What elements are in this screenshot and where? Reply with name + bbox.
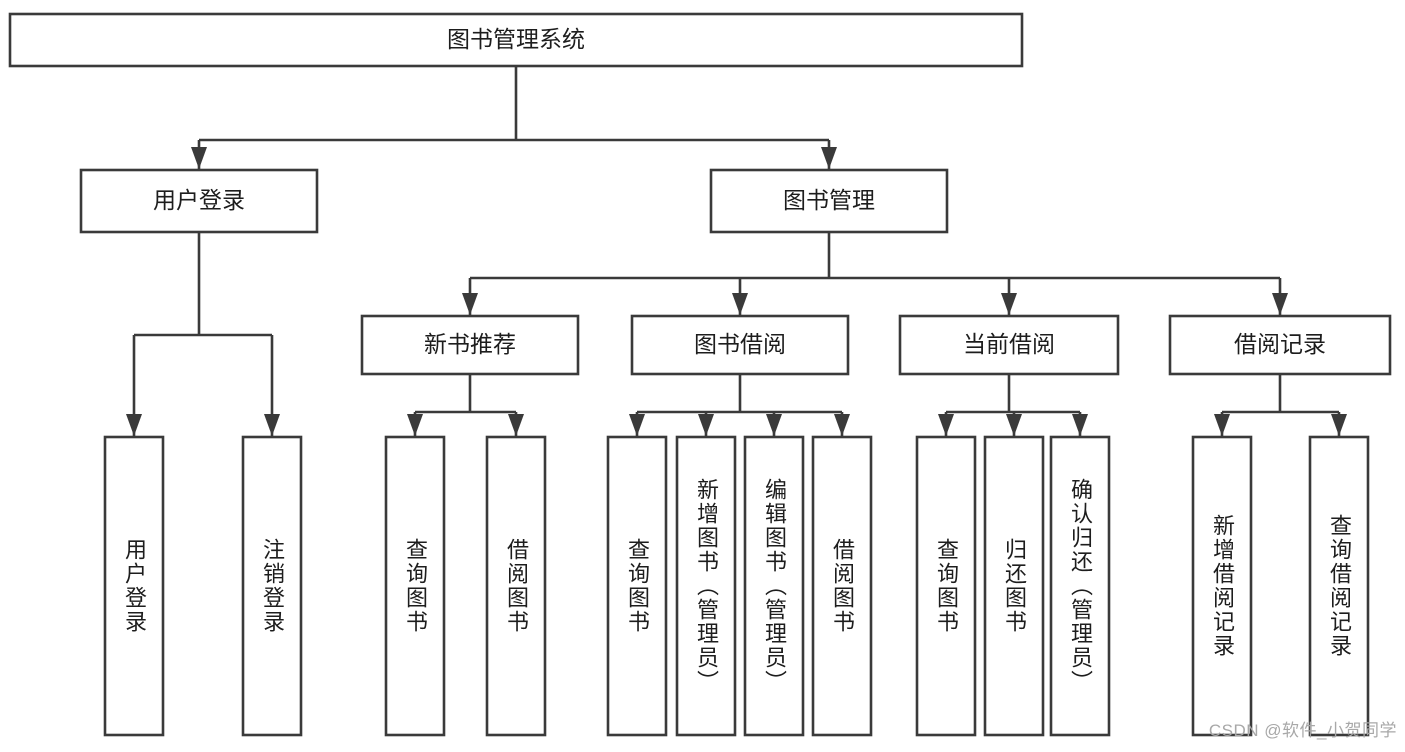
arrow-head-icon [1331,414,1347,436]
node-leaf-1-1-0-rect [606,435,668,737]
node-leaf-1-1-2-rect [743,435,805,737]
node-leaf-1-3-0[interactable] [1191,435,1253,737]
node-leaf-1-2-1[interactable] [983,435,1045,737]
arrow-head-icon [264,414,280,436]
node-leaf-1-3-0-rect [1191,435,1253,737]
node-leaf-1-0-1-rect [485,435,547,737]
arrow-head-icon [1006,414,1022,436]
arrow-head-icon [1214,414,1230,436]
node-l3-0-1-rect [241,435,303,737]
node-l3-0-0[interactable] [103,435,165,737]
arrow-head-icon [191,147,207,169]
node-leaf-1-3-1[interactable] [1308,435,1370,737]
node-leaf-1-2-0[interactable] [915,435,977,737]
node-leaf-1-2-2-rect [1049,435,1111,737]
node-l3-0-1[interactable] [241,435,303,737]
node-l3-1-3-label: 借阅记录 [1234,331,1326,357]
node-leaf-1-3-1-rect [1308,435,1370,737]
node-l2-1-rect [709,168,949,234]
node-leaf-1-0-0[interactable] [384,435,446,737]
arrow-head-icon [126,414,142,436]
node-E59BBEE4B9A6E7AEA1E79086-root-rect [8,12,1024,68]
arrow-head-icon [407,414,423,436]
node-leaf-1-1-3-rect [811,435,873,737]
arrow-head-icon [834,414,850,436]
node-leaf-1-2-1-rect [983,435,1045,737]
node-l3-1-3-rect [1168,314,1392,376]
node-leaf-1-2-0-rect [915,435,977,737]
arrow-head-icon [766,414,782,436]
node-leaf-1-1-1-rect [675,435,737,737]
arrow-head-icon [821,147,837,169]
node-l3-0-0-rect [103,435,165,737]
arrow-head-icon [1001,293,1017,315]
node-l3-1-1-label: 图书借阅 [694,331,786,357]
node-l3-1-0[interactable]: 新书推荐 [360,314,580,376]
node-l2-0[interactable]: 用户登录 [79,168,319,234]
arrow-head-icon [508,414,524,436]
node-leaf-1-0-0-rect [384,435,446,737]
node-l3-1-1-rect [630,314,850,376]
node-l2-0-label: 用户登录 [153,187,245,213]
csdn-watermark: CSDN @软件_小贺同学 [1208,721,1397,740]
node-l2-1[interactable]: 图书管理 [709,168,949,234]
node-leaf-1-2-2[interactable] [1049,435,1111,737]
arrow-head-icon [732,293,748,315]
node-l3-1-2-rect [898,314,1120,376]
node-leaf-1-1-0[interactable] [606,435,668,737]
node-leaf-1-0-1[interactable] [485,435,547,737]
node-l3-1-2-label: 当前借阅 [963,331,1055,357]
arrow-head-icon [462,293,478,315]
node-E59BBEE4B9A6E7AEA1E79086-root-label: 图书管理系统 [447,26,585,52]
arrow-head-icon [1272,293,1288,315]
node-l2-1-label: 图书管理 [783,187,875,213]
node-l3-1-1[interactable]: 图书借阅 [630,314,850,376]
arrow-head-icon [1072,414,1088,436]
node-leaf-1-1-2[interactable] [743,435,805,737]
node-l3-1-3[interactable]: 借阅记录 [1168,314,1392,376]
node-E59BBEE4B9A6E7AEA1E79086-root[interactable]: 图书管理系统 [8,12,1024,68]
node-leaf-1-1-3[interactable] [811,435,873,737]
node-leaf-1-1-1[interactable] [675,435,737,737]
arrow-head-icon [938,414,954,436]
arrow-head-icon [698,414,714,436]
node-l3-1-0-rect [360,314,580,376]
node-l3-1-2[interactable]: 当前借阅 [898,314,1120,376]
node-l3-1-0-label: 新书推荐 [424,331,516,357]
arrow-head-icon [629,414,645,436]
